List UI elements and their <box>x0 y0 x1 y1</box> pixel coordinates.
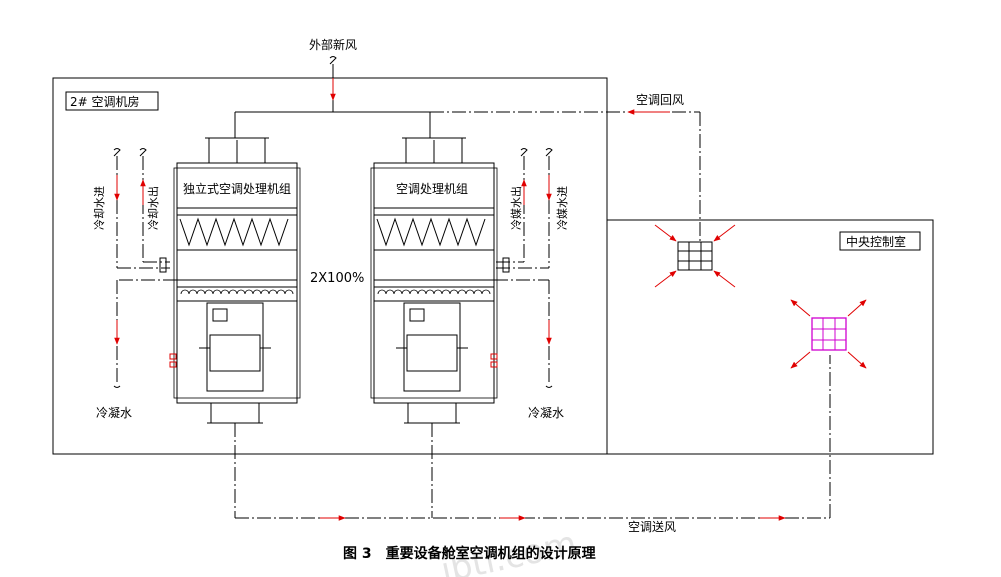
right-chw-in-label: 冷媒水进 <box>556 186 569 230</box>
return-air-label: 空调回风 <box>636 93 684 107</box>
supply-diffuser <box>790 299 867 369</box>
redundancy-label: 2X100% <box>310 271 364 286</box>
supply-air-label: 空调送风 <box>628 519 676 534</box>
figure-caption: 图 3 重要设备舱室空调机组的设计原理 <box>343 545 596 562</box>
right-chw-out-label: 冷媒水出 <box>509 186 523 230</box>
fresh-air-label: 外部新风 <box>309 37 357 52</box>
unit-left <box>173 137 301 424</box>
room-2-label: 2# 空调机房 <box>70 94 140 109</box>
unit-left-label: 独立式空调处理机组 <box>183 181 291 196</box>
left-chw-in-label: 冷却水进 <box>93 186 106 230</box>
control-room-label: 中央控制室 <box>846 234 906 249</box>
unit-right <box>370 137 498 424</box>
left-chw-out-label: 冷却水出 <box>146 186 160 230</box>
control-room-boundary <box>606 219 934 455</box>
cond-right-label: 冷凝水 <box>528 405 564 420</box>
room-2-boundary <box>52 77 608 455</box>
return-diffuser <box>654 224 736 288</box>
cond-left-label: 冷凝水 <box>96 405 132 420</box>
unit-right-label: 空调处理机组 <box>396 182 468 196</box>
